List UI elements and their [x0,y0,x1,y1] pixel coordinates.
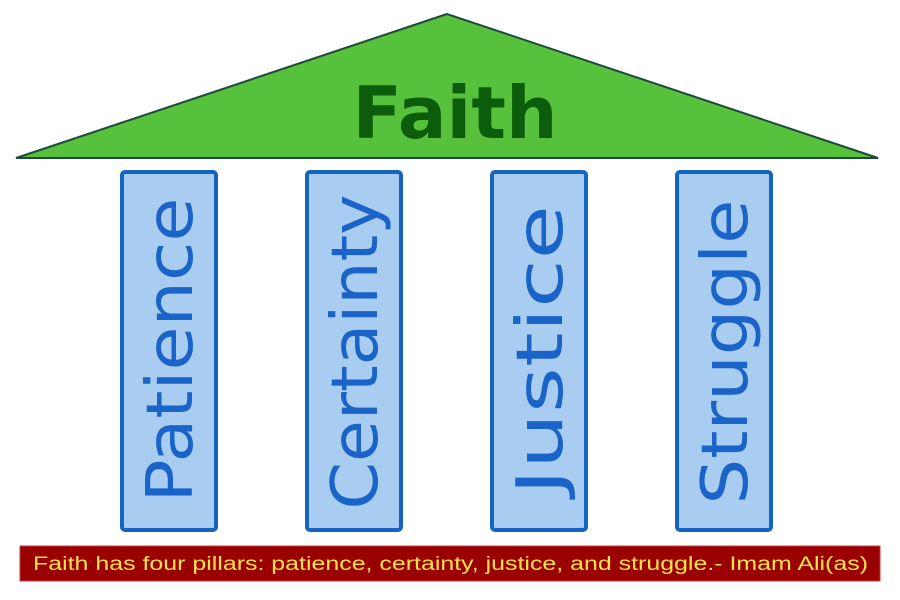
pillar-label: Justice [504,205,578,501]
pillar-justice: Justice [490,170,588,532]
quote-banner: Faith has four pillars: patience, certai… [19,545,881,582]
pillar-label: Patience [134,198,208,503]
pillar-patience: Patience [120,170,218,532]
pillar-label: Certainty [319,195,393,510]
quote-text: Faith has four pillars: patience, certai… [33,554,868,575]
roof-title: Faith [353,71,558,155]
pillar-struggle: Struggle [675,170,773,532]
pillar-certainty: Certainty [305,170,403,532]
roof-triangle [15,12,879,159]
pillar-label: Struggle [689,200,763,505]
